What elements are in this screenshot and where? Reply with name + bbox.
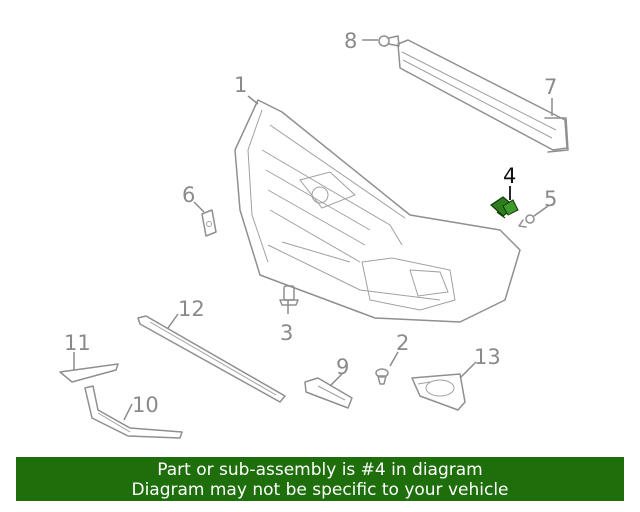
callout-1: 1: [234, 73, 247, 97]
screw-part: [518, 214, 535, 228]
bracket-part: [201, 209, 217, 237]
leader-9: [329, 373, 343, 387]
leader-lines: [73, 39, 553, 421]
banner-line-disclaimer: Diagram may not be specific to your vehi…: [131, 480, 509, 500]
retainer-part: [304, 377, 353, 409]
callout-8: 8: [344, 29, 357, 53]
callout-7: 7: [544, 75, 557, 99]
push-rivet-part: [375, 368, 389, 385]
info-banner: Part or sub-assembly is #4 in diagram Di…: [16, 457, 624, 501]
callout-5: 5: [544, 187, 557, 211]
callout-6: 6: [182, 183, 195, 207]
callout-3: 3: [280, 321, 293, 345]
lower-trim-strip-part: [137, 315, 286, 403]
callout-10: 10: [132, 393, 159, 417]
leader-1: [247, 95, 259, 105]
lip-molding-part: [84, 385, 183, 439]
push-clip-part: [279, 285, 299, 306]
leader-10: [123, 403, 133, 421]
callout-11: 11: [64, 331, 91, 355]
callout-12: 12: [178, 297, 205, 321]
leader-6: [193, 201, 205, 213]
clip-part-highlighted: [490, 196, 519, 219]
callout-13: 13: [474, 345, 501, 369]
callout-labels: 1 2 3 4 5 6 7 8 9 10 11 12 13: [64, 29, 557, 417]
bolt-part: [378, 35, 400, 47]
callout-2: 2: [396, 331, 409, 355]
leader-2: [389, 351, 399, 367]
fog-lamp-cover-part: [411, 373, 466, 411]
leader-5: [533, 205, 549, 217]
leader-12: [167, 313, 179, 329]
side-trim-part: [59, 363, 119, 383]
bumper-cover-part: [234, 99, 521, 323]
callout-9: 9: [336, 355, 349, 379]
parts-diagram: 1 2 3 4 5 6 7 8 9 10 11 12 13: [59, 29, 569, 439]
banner-line-part-number: Part or sub-assembly is #4 in diagram: [157, 460, 483, 480]
reinforcement-beam-part: [397, 39, 569, 153]
callout-4: 4: [503, 164, 516, 188]
leader-13: [459, 361, 477, 379]
